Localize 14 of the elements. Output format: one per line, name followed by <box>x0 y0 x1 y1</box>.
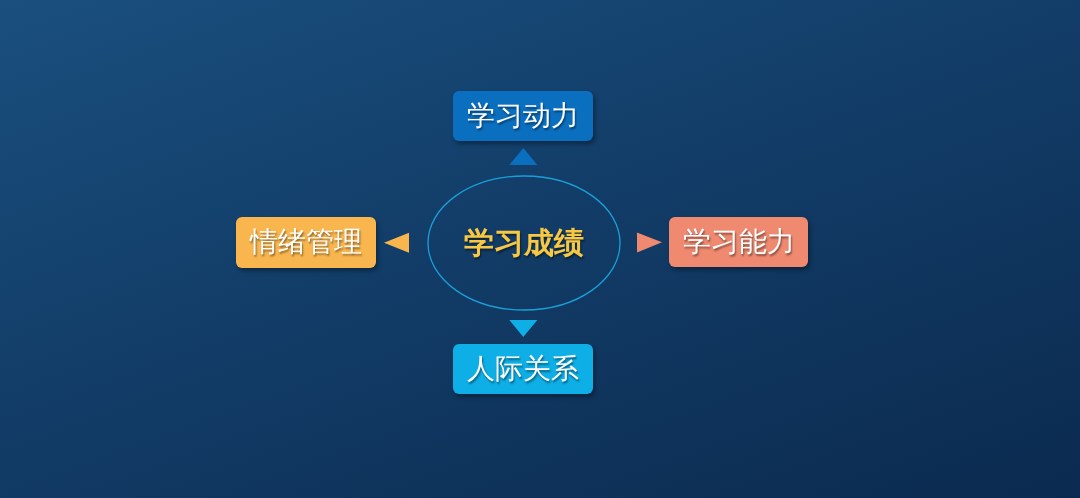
node-label: 学习能力 <box>682 225 795 259</box>
topic-box <box>669 217 808 267</box>
triangle-arrow <box>509 319 538 337</box>
node-label: 情绪管理 <box>250 226 362 259</box>
triangle-arrow <box>509 148 538 166</box>
node-label: 学习成绩 <box>464 225 584 261</box>
triangle-arrow <box>636 232 662 253</box>
ellipse-node <box>427 175 621 311</box>
triangle-arrow <box>384 232 409 253</box>
topic-box <box>453 91 593 141</box>
node-label: 人际关系 <box>467 352 579 386</box>
topic-box <box>236 217 376 268</box>
topic-box <box>453 344 593 394</box>
node-label: 学习动力 <box>467 99 579 133</box>
